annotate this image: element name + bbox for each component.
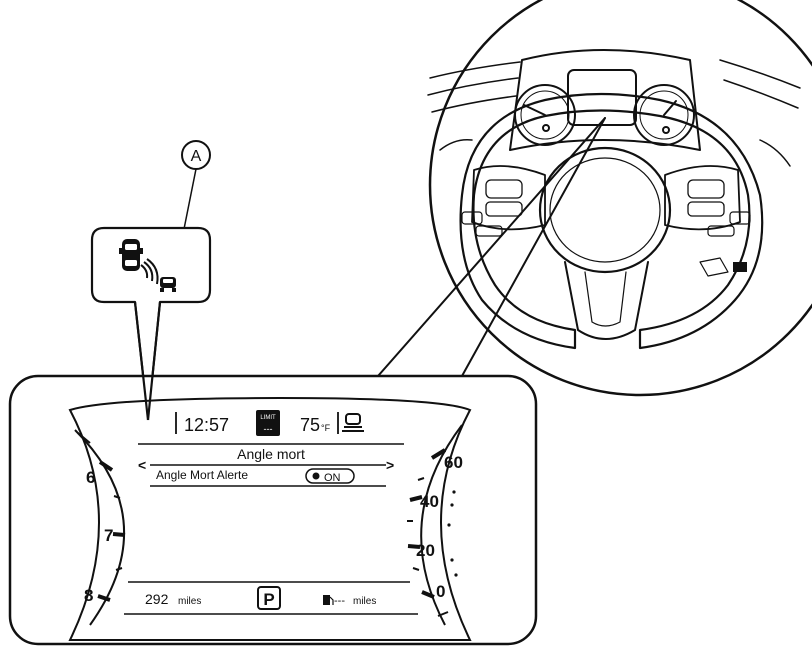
speed-tick-label: 60 (444, 453, 463, 472)
speed-tick-label: 40 (420, 492, 439, 511)
instrument-display: 6 7 8 60 40 20 0 12:57 (8, 301, 538, 646)
tach-tick-label: 6 (86, 468, 95, 487)
menu-title: Angle mort (237, 446, 305, 462)
callout-letter: A (191, 148, 202, 165)
speedometer: 60 40 20 0 (407, 424, 463, 626)
toggle-switch: ON (305, 468, 355, 484)
blind-spot-warning-icon (119, 239, 159, 285)
speed-limit-value: --- (264, 424, 273, 434)
left-gauge (514, 84, 576, 146)
speed-tick-label: 20 (416, 541, 435, 560)
menu-item-label: Angle Mort Alerte (156, 468, 248, 482)
range-unit: miles (353, 596, 376, 607)
menu-nav-left: < (138, 457, 146, 473)
fuel-pump-icon (323, 595, 334, 605)
callout-a: A (177, 140, 211, 254)
dashboard-illustration (377, 0, 812, 397)
tach-tick-label: 7 (104, 526, 113, 545)
temperature-unit: °F (321, 423, 331, 433)
toggle-state: ON (324, 472, 341, 484)
speed-limit-label: LIMIT (260, 415, 276, 421)
menu-nav-right: > (386, 457, 394, 473)
tach-tick-label: 8 (84, 586, 93, 605)
outside-temperature: 75 (300, 415, 320, 435)
tachometer: 6 7 8 (74, 429, 126, 626)
gear-indicator: P (257, 586, 281, 610)
speed-limit-sign: LIMIT --- (256, 410, 280, 436)
speed-tick-label: 0 (436, 582, 445, 601)
steering-wheel-icon (342, 413, 364, 432)
vehicle-ahead-icon (160, 277, 176, 292)
range-value: --- (334, 595, 345, 607)
clock-time: 12:57 (184, 415, 229, 435)
gear-letter: P (263, 590, 274, 609)
steering-wheel (439, 92, 791, 350)
odometer-value: 292 (145, 591, 169, 607)
right-gauge (633, 84, 695, 146)
odometer-unit: miles (178, 596, 201, 607)
